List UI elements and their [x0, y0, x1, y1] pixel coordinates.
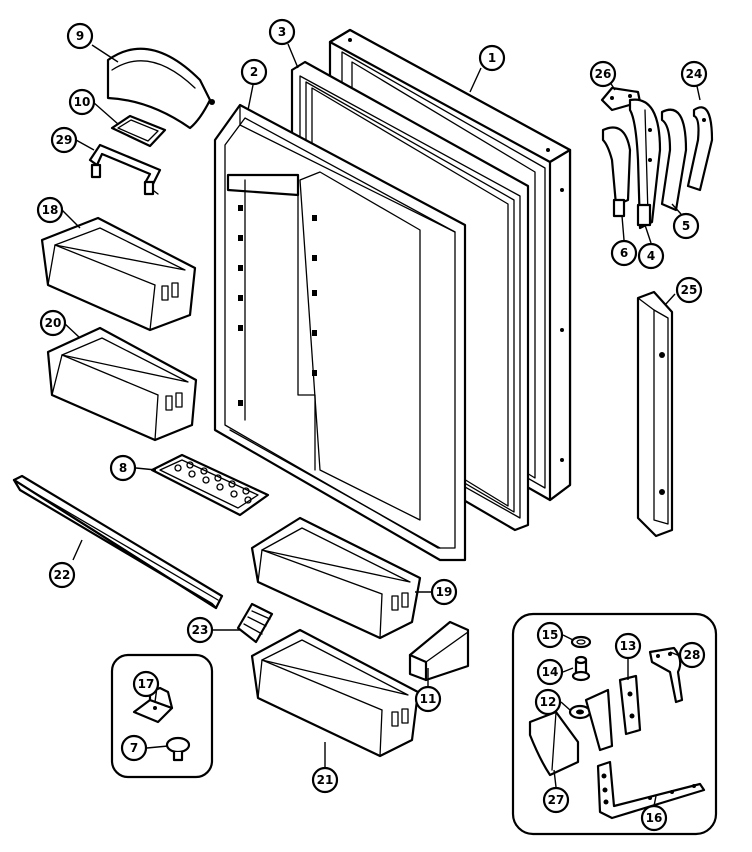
part-inner-door-liner: [213, 103, 467, 562]
svg-text:17: 17: [138, 677, 155, 691]
svg-text:29: 29: [56, 133, 73, 147]
part-door-bin-bottom: [250, 628, 420, 758]
callout-11: 11: [414, 685, 442, 713]
part-rail-end-cap: [236, 602, 274, 644]
part-hinge-cap: [686, 106, 714, 192]
svg-text:9: 9: [76, 29, 84, 43]
callout-1: 1: [478, 44, 506, 72]
svg-text:4: 4: [647, 249, 655, 263]
part-door-stop: [408, 620, 470, 682]
callout-20: 20: [39, 309, 67, 337]
part-door-bin-right: [250, 516, 422, 640]
part-washer: [570, 635, 592, 649]
callout-5: 5: [672, 212, 700, 240]
part-dairy-pad: [110, 114, 167, 148]
callout-8: 8: [109, 454, 137, 482]
svg-text:22: 22: [54, 568, 71, 582]
part-shim-plate: [618, 674, 642, 736]
callout-19: 19: [430, 578, 458, 606]
part-door-bin-middle: [46, 326, 198, 442]
part-door-handle: [636, 290, 674, 538]
callout-12: 12: [534, 688, 562, 716]
callout-3: 3: [268, 18, 296, 46]
part-hinge-pin: [571, 655, 591, 682]
callout-22: 22: [48, 561, 76, 589]
inset-box-right: [511, 612, 718, 836]
svg-text:27: 27: [548, 793, 565, 807]
callout-23: 23: [186, 616, 214, 644]
callout-21: 21: [311, 766, 339, 794]
callout-28: 28: [678, 641, 706, 669]
svg-text:3: 3: [278, 25, 286, 39]
part-hinge-cover-lower: [528, 710, 580, 777]
svg-text:13: 13: [620, 639, 637, 653]
callout-2: 2: [240, 58, 268, 86]
callout-7: 7: [120, 734, 148, 762]
part-hinge-trim: [660, 108, 688, 212]
svg-text:14: 14: [542, 665, 559, 679]
svg-text:20: 20: [45, 316, 62, 330]
part-button-plug: [165, 736, 191, 762]
callout-17: 17: [132, 670, 160, 698]
svg-text:24: 24: [686, 67, 703, 81]
callout-6: 6: [610, 239, 638, 267]
svg-text:7: 7: [130, 741, 138, 755]
callout-13: 13: [614, 632, 642, 660]
svg-text:26: 26: [595, 67, 612, 81]
svg-text:23: 23: [192, 623, 209, 637]
svg-text:12: 12: [540, 695, 557, 709]
svg-text:10: 10: [74, 95, 91, 109]
callout-10: 10: [68, 88, 96, 116]
svg-text:15: 15: [542, 628, 559, 642]
part-door-bin-upper: [40, 216, 197, 332]
callout-26: 26: [589, 60, 617, 88]
part-hinge-cover: [601, 126, 632, 218]
callout-15: 15: [536, 621, 564, 649]
part-door-rail: [12, 474, 224, 610]
inset-box-left: [110, 653, 214, 779]
part-bottom-hinge: [596, 760, 706, 820]
svg-text:19: 19: [436, 585, 453, 599]
svg-text:5: 5: [682, 219, 690, 233]
svg-text:6: 6: [620, 246, 628, 260]
part-dairy-handle: [88, 143, 162, 196]
part-hinge-bracket-small: [648, 646, 684, 704]
svg-text:18: 18: [42, 203, 59, 217]
callout-4: 4: [637, 242, 665, 270]
svg-text:25: 25: [681, 283, 698, 297]
part-hinge-collar: [568, 688, 614, 752]
svg-text:28: 28: [684, 648, 701, 662]
part-dairy-door: [106, 47, 215, 130]
callout-18: 18: [36, 196, 64, 224]
svg-text:2: 2: [250, 65, 258, 79]
callout-27: 27: [542, 786, 570, 814]
callout-29: 29: [50, 126, 78, 154]
part-egg-tray: [150, 453, 270, 517]
svg-text:1: 1: [488, 51, 496, 65]
part-hinge-bracket: [628, 98, 662, 230]
callout-9: 9: [66, 22, 94, 50]
svg-text:21: 21: [317, 773, 334, 787]
callout-16: 16: [640, 804, 668, 832]
svg-text:16: 16: [646, 811, 663, 825]
callout-25: 25: [675, 276, 703, 304]
callout-14: 14: [536, 658, 564, 686]
svg-text:11: 11: [420, 692, 437, 706]
liner-shelf-clips: [238, 205, 317, 406]
callout-24: 24: [680, 60, 708, 88]
svg-text:8: 8: [119, 461, 127, 475]
